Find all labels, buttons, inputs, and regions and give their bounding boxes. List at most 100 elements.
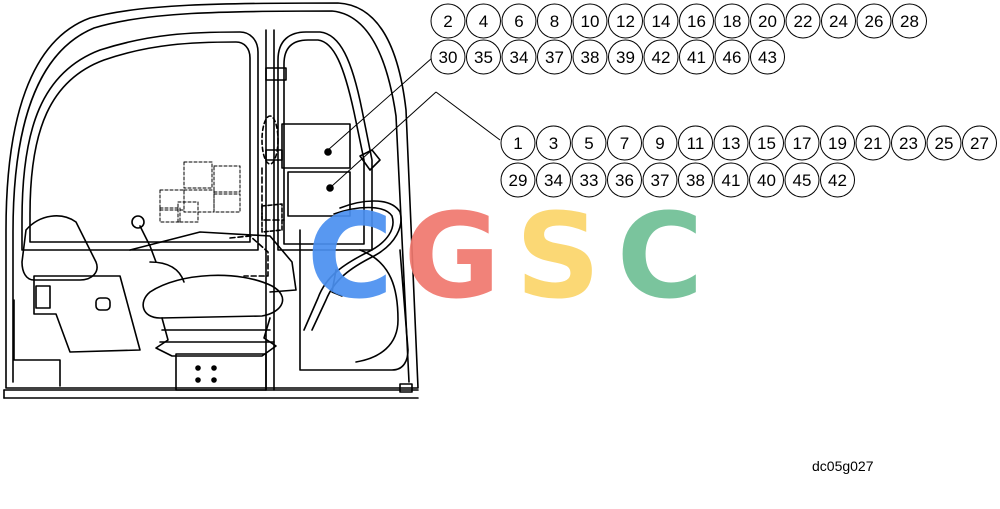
callout-balloon: 22 <box>785 3 821 39</box>
harness <box>311 200 402 331</box>
callout-balloon: 6 <box>501 3 537 39</box>
callout-number: 38 <box>581 48 600 67</box>
callout-balloon: 12 <box>608 3 643 39</box>
callout-balloon: 41 <box>713 162 749 198</box>
callout-number: 7 <box>620 134 629 153</box>
callout-number: 29 <box>509 171 528 190</box>
callout-number: 23 <box>899 134 918 153</box>
callout-balloon: 8 <box>537 3 572 39</box>
callout-number: 19 <box>828 134 847 153</box>
callout-number: 15 <box>757 134 776 153</box>
callout-balloon: 27 <box>962 125 997 161</box>
callout-balloon: 45 <box>784 162 820 198</box>
callout-balloon: 14 <box>643 3 679 39</box>
seat-cushion <box>142 274 284 319</box>
callout-number: 33 <box>580 171 599 190</box>
callout-number: 8 <box>550 12 559 31</box>
callout-balloon: 7 <box>607 125 642 161</box>
callout-number: 18 <box>723 12 742 31</box>
callout-number: 14 <box>652 12 671 31</box>
callout-number: 17 <box>793 134 812 153</box>
callout-number: 45 <box>793 171 812 190</box>
callout-balloon: 37 <box>537 39 572 75</box>
callout-number: 38 <box>686 171 705 190</box>
callout-balloon: 39 <box>608 39 643 75</box>
callout-number: 41 <box>687 48 706 67</box>
callout-balloon: 17 <box>784 125 820 161</box>
callout-number: 1 <box>513 134 522 153</box>
callout-number: 30 <box>439 48 458 67</box>
watermark-letter: C <box>617 187 704 325</box>
callout-balloon: 10 <box>572 3 608 39</box>
callout-number: 34 <box>510 48 529 67</box>
cab-inner-shell <box>12 10 410 383</box>
callout-number: 21 <box>864 134 883 153</box>
upper-box <box>281 123 351 169</box>
lower-box <box>287 171 351 217</box>
callout-balloon: 19 <box>820 125 855 161</box>
callout-balloon: 43 <box>750 39 785 75</box>
front-window-frame <box>21 31 259 251</box>
callout-number: 42 <box>652 48 671 67</box>
callout-balloon: 16 <box>679 3 714 39</box>
callout-number: 12 <box>616 12 635 31</box>
callout-number: 3 <box>549 134 558 153</box>
callout-number: 24 <box>829 12 848 31</box>
callout-balloon: 15 <box>749 125 784 161</box>
callout-balloon: 34 <box>501 39 537 75</box>
callout-balloon: 37 <box>642 162 678 198</box>
callout-number: 16 <box>687 12 706 31</box>
callout-balloon: 1 <box>500 125 536 161</box>
callout-number: 4 <box>479 12 488 31</box>
watermark-letter: C <box>307 187 394 325</box>
callout-number: 40 <box>757 171 776 190</box>
callout-number: 26 <box>865 12 884 31</box>
callout-number: 13 <box>722 134 741 153</box>
callout-balloon: 3 <box>536 125 571 161</box>
callout-balloon: 35 <box>466 39 501 75</box>
callout-balloon: 4 <box>466 3 501 39</box>
callout-balloon: 42 <box>820 162 855 198</box>
callout-number: 46 <box>723 48 742 67</box>
watermark-letter: G <box>404 187 501 325</box>
callout-balloon: 40 <box>749 162 784 198</box>
callout-balloon: 9 <box>642 125 678 161</box>
callout-number: 36 <box>615 171 634 190</box>
callout-number: 20 <box>758 12 777 31</box>
watermark-letter: S <box>516 187 601 325</box>
callout-number: 28 <box>900 12 919 31</box>
callout-balloon: 38 <box>572 39 608 75</box>
callout-balloon: 33 <box>571 162 607 198</box>
callout-balloon: 23 <box>891 125 926 161</box>
callout-number: 34 <box>544 171 563 190</box>
callout-balloon: 11 <box>678 125 713 161</box>
callout-balloon: 46 <box>714 39 750 75</box>
callout-number: 5 <box>584 134 593 153</box>
callout-number: 22 <box>794 12 813 31</box>
callout-number: 10 <box>581 12 600 31</box>
callout-number: 2 <box>443 12 452 31</box>
callout-balloon: 26 <box>856 3 892 39</box>
callout-balloon: 41 <box>679 39 714 75</box>
callout-balloon: 21 <box>855 125 891 161</box>
callout-balloon: 34 <box>536 162 571 198</box>
callout-balloon: 2 <box>430 3 466 39</box>
callout-number: 39 <box>616 48 635 67</box>
callout-balloon: 28 <box>892 3 927 39</box>
seat-suspension <box>155 317 277 357</box>
callout-number: 9 <box>655 134 664 153</box>
callout-balloon: 13 <box>713 125 749 161</box>
callout-balloon: 38 <box>678 162 713 198</box>
callout-number: 35 <box>474 48 493 67</box>
callout-number: 43 <box>758 48 777 67</box>
callout-number: 6 <box>514 12 523 31</box>
callout-number: 37 <box>545 48 564 67</box>
callout-balloon: 5 <box>571 125 607 161</box>
callout-balloon: 42 <box>643 39 679 75</box>
callout-number: 11 <box>687 134 705 153</box>
rear-window-frame <box>277 31 373 251</box>
callout-number: 37 <box>651 171 670 190</box>
